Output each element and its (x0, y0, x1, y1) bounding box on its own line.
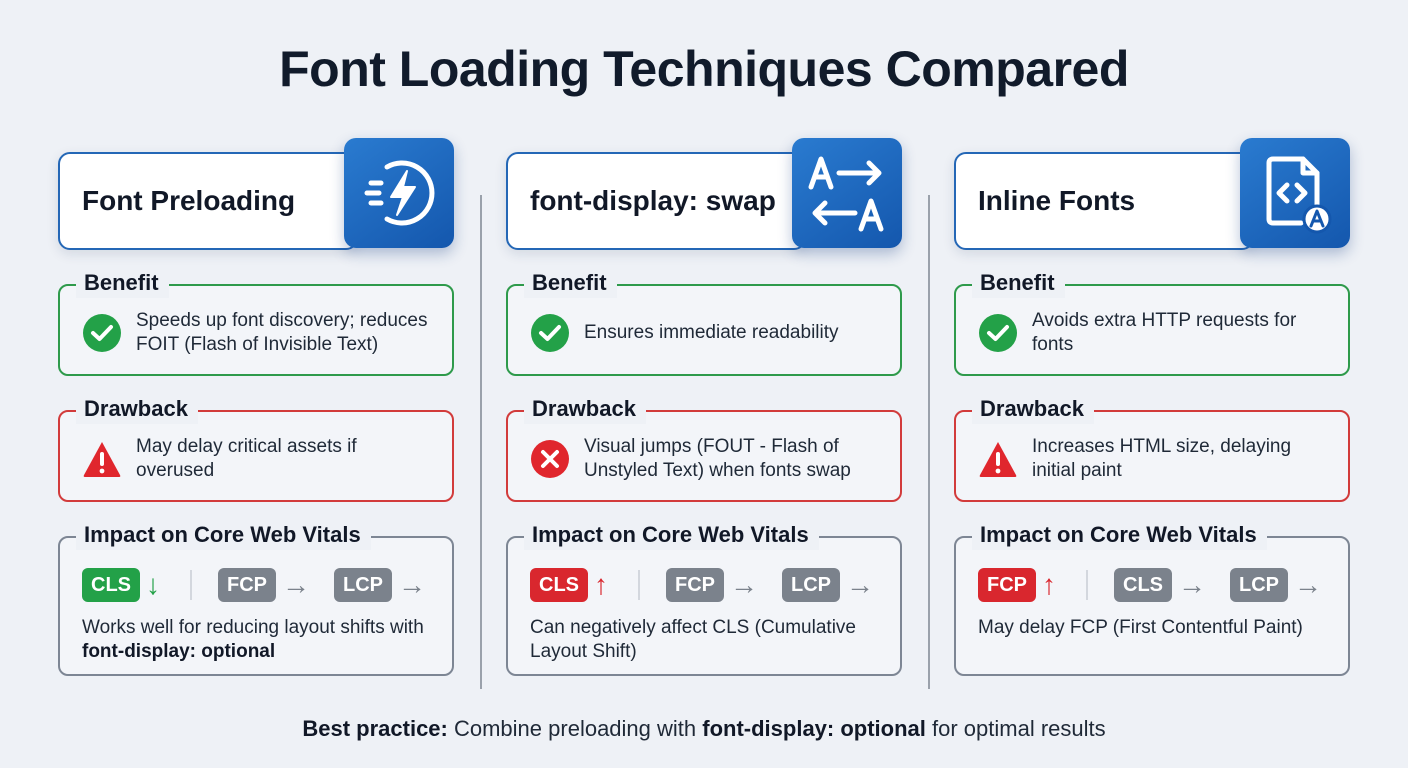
drawback-section: Drawback Increases HTML size, delaying i… (954, 394, 1350, 502)
section-label-impact: Impact on Core Web Vitals (972, 520, 1267, 550)
technique-title: Font Preloading (82, 185, 296, 216)
section-label-benefit: Benefit (524, 268, 617, 298)
benefit-text: Avoids extra HTTP requests for fonts (1032, 310, 1297, 355)
technique-header: Font Preloading (58, 152, 358, 250)
metric-separator (190, 570, 192, 600)
metric-indicators: CLS ↓ FCP → LCP → (82, 568, 426, 602)
drawback-section: Drawback May delay critical assets if ov… (58, 394, 454, 502)
check-circle-icon (531, 314, 569, 352)
warning-triangle-icon (979, 442, 1017, 477)
impact-section: Impact on Core Web Vitals CLS ↑ FCP → LC… (506, 520, 902, 676)
metric-indicators: CLS ↑ FCP → LCP → (530, 568, 874, 602)
technique-column-font-display-swap: font-display: swap Benefit Ensures immed… (506, 138, 904, 676)
arrow-up-icon: ↑ (594, 569, 608, 600)
metric-badge: FCP (666, 568, 724, 602)
section-label-impact: Impact on Core Web Vitals (524, 520, 819, 550)
section-label-drawback: Drawback (524, 394, 646, 424)
section-label-drawback: Drawback (76, 394, 198, 424)
technique-title: font-display: swap (530, 185, 776, 216)
impact-text: Can negatively affect CLS (Cumulative La… (530, 617, 856, 662)
metric-badge-primary: CLS (530, 568, 588, 602)
font-swap-icon (792, 138, 902, 248)
x-circle-icon (531, 440, 569, 478)
metric-indicators: FCP ↑ CLS → LCP → (978, 568, 1322, 602)
technique-header: font-display: swap (506, 152, 806, 250)
technique-header: Inline Fonts (954, 152, 1254, 250)
arrow-right-icon: → (730, 569, 758, 600)
technique-column-inline-fonts: Inline Fonts Benefit Avoids extra HTTP r… (954, 138, 1352, 676)
code-file-font-icon (1240, 138, 1350, 248)
arrow-up-icon: ↑ (1042, 569, 1056, 600)
metric-separator (638, 570, 640, 600)
page-title: Font Loading Techniques Compared (279, 41, 1129, 97)
check-circle-icon (979, 314, 1017, 352)
arrow-right-icon: → (398, 569, 426, 600)
technique-column-font-preloading: Font Preloading Benefit Speeds up font d… (58, 138, 456, 676)
arrow-down-icon: ↓ (146, 569, 160, 600)
metric-badge: CLS (1114, 568, 1172, 602)
section-label-drawback: Drawback (972, 394, 1094, 424)
benefit-section: Benefit Speeds up font discovery; reduce… (58, 268, 454, 376)
section-label-impact: Impact on Core Web Vitals (76, 520, 371, 550)
drawback-text: Visual jumps (FOUT - Flash of Unstyled T… (584, 436, 851, 481)
arrow-right-icon: → (1178, 569, 1206, 600)
metric-badge: FCP (218, 568, 276, 602)
metric-badge: LCP (334, 568, 392, 602)
check-circle-icon (83, 314, 121, 352)
metric-badge: LCP (1230, 568, 1288, 602)
benefit-text: Speeds up font discovery; reduces FOIT (… (136, 310, 428, 355)
metric-separator (1086, 570, 1088, 600)
impact-section: Impact on Core Web Vitals FCP ↑ CLS → LC… (954, 520, 1350, 676)
impact-text: May delay FCP (First Contentful Paint) (978, 617, 1303, 638)
arrow-right-icon: → (282, 569, 310, 600)
arrow-right-icon: → (1294, 569, 1322, 600)
warning-triangle-icon (83, 442, 121, 477)
drawback-section: Drawback Visual jumps (FOUT - Flash of U… (506, 394, 902, 502)
technique-title: Inline Fonts (978, 185, 1136, 216)
arrow-right-icon: → (846, 569, 874, 600)
impact-section: Impact on Core Web Vitals CLS ↓ FCP → LC… (58, 520, 454, 676)
metric-badge: LCP (782, 568, 840, 602)
benefit-section: Benefit Avoids extra HTTP requests for f… (954, 268, 1350, 376)
drawback-text: May delay critical assets if overused (136, 436, 357, 481)
column-divider (480, 195, 482, 689)
column-divider (928, 195, 930, 689)
metric-badge-primary: CLS (82, 568, 140, 602)
benefit-text: Ensures immediate readability (584, 322, 839, 343)
drawback-text: Increases HTML size, delaying initial pa… (1032, 436, 1292, 481)
metric-badge-primary: FCP (978, 568, 1036, 602)
impact-text: Works well for reducing layout shifts wi… (82, 617, 424, 662)
best-practice-note: Best practice: Combine preloading with f… (302, 716, 1106, 741)
lightning-speed-icon (344, 138, 454, 248)
section-label-benefit: Benefit (76, 268, 169, 298)
benefit-section: Benefit Ensures immediate readability (506, 268, 902, 376)
section-label-benefit: Benefit (972, 268, 1065, 298)
